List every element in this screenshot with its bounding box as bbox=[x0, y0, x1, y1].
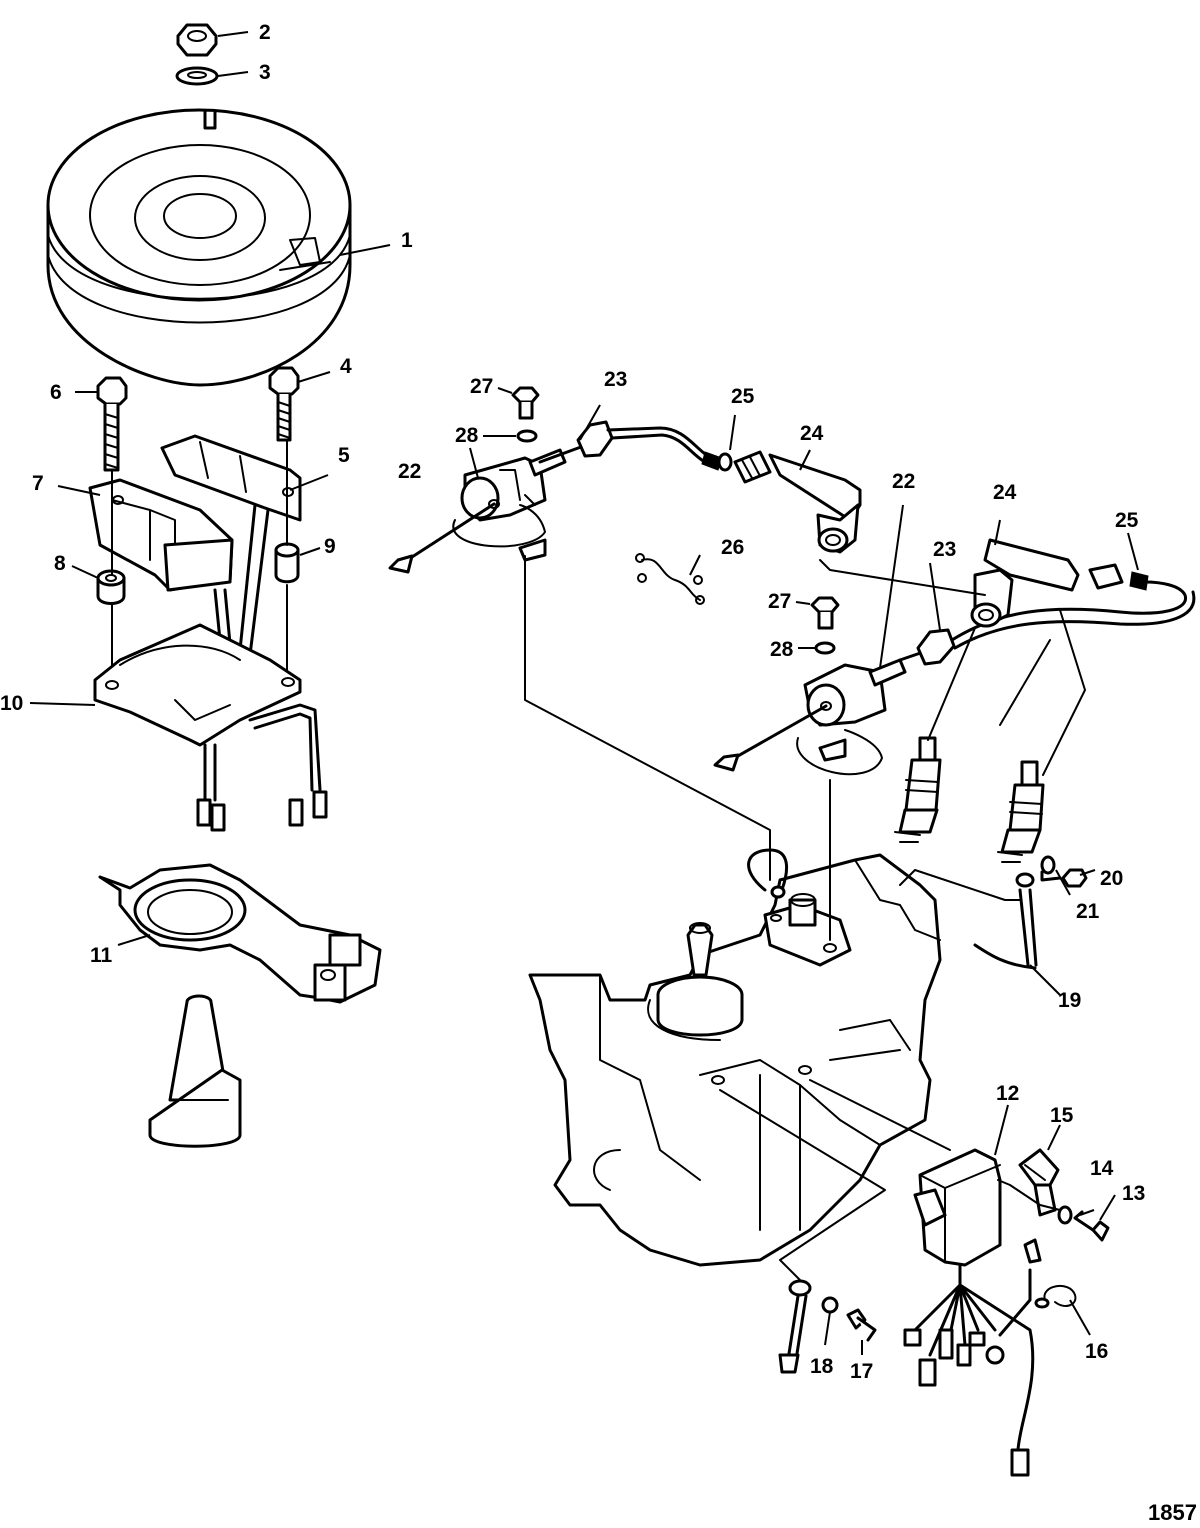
callout-9: 9 bbox=[324, 535, 336, 558]
screw-6-part bbox=[96, 376, 128, 472]
spark-plug-lead-1-part bbox=[576, 420, 733, 472]
callout-17: 17 bbox=[850, 1360, 873, 1383]
callout-8: 8 bbox=[54, 552, 66, 575]
screw-4-part bbox=[268, 366, 300, 442]
callout-5: 5 bbox=[338, 444, 350, 467]
charge-coil-part bbox=[160, 434, 302, 657]
callout-24a: 24 bbox=[800, 422, 824, 445]
callout-16: 16 bbox=[1085, 1340, 1108, 1363]
crankshaft-end-part bbox=[148, 994, 242, 1148]
stator-plate-part bbox=[93, 623, 328, 832]
callout-25b: 25 bbox=[1115, 509, 1139, 532]
callout-20: 20 bbox=[1100, 867, 1123, 890]
callout-14: 14 bbox=[1090, 1157, 1114, 1180]
callout-18: 18 bbox=[810, 1355, 834, 1378]
callout-7: 7 bbox=[32, 472, 44, 495]
callout-11: 11 bbox=[90, 944, 113, 967]
leader-lines bbox=[29, 31, 1139, 1355]
callout-12: 12 bbox=[996, 1082, 1019, 1105]
bushing-9-part bbox=[274, 542, 300, 584]
washer-28b-part bbox=[814, 641, 836, 655]
spark-plug-boot-1-part bbox=[733, 450, 862, 554]
callout-28a: 28 bbox=[455, 424, 479, 447]
flywheel-part bbox=[46, 108, 352, 387]
callout-26: 26 bbox=[721, 536, 744, 559]
callout-22b: 22 bbox=[892, 470, 915, 493]
screw-27b-part bbox=[810, 596, 840, 630]
screw-27-part bbox=[511, 386, 540, 420]
washer-28-part bbox=[516, 429, 538, 443]
callout-27a: 27 bbox=[470, 375, 493, 398]
wire-clip-part bbox=[635, 553, 705, 605]
screw-17-part bbox=[846, 1308, 877, 1342]
callout-2: 2 bbox=[259, 21, 271, 44]
spark-plug-2-part bbox=[997, 760, 1045, 863]
wire-tie-part bbox=[1034, 1285, 1077, 1309]
timer-base-part bbox=[98, 863, 382, 1004]
washer-part bbox=[175, 66, 219, 86]
callout-6: 6 bbox=[50, 381, 62, 404]
ground-terminal-part bbox=[778, 1279, 812, 1374]
callout-19: 19 bbox=[1058, 989, 1081, 1012]
callout-28b: 28 bbox=[770, 638, 794, 661]
callout-24b: 24 bbox=[993, 481, 1017, 504]
callouts: 2 3 1 4 5 6 7 8 9 10 11 12 13 14 15 16 1… bbox=[0, 21, 1145, 1383]
callout-22a: 22 bbox=[398, 460, 421, 483]
bushing-8-part bbox=[96, 569, 126, 605]
washer-14-part bbox=[1057, 1205, 1073, 1225]
callout-3: 3 bbox=[259, 61, 271, 84]
callout-13: 13 bbox=[1122, 1182, 1145, 1205]
ignition-coil-2-part bbox=[713, 646, 937, 776]
callout-21: 21 bbox=[1076, 900, 1100, 923]
callout-15: 15 bbox=[1050, 1104, 1074, 1127]
callout-23b: 23 bbox=[933, 538, 956, 561]
figure-number: 1857 bbox=[1148, 1500, 1197, 1525]
callout-1: 1 bbox=[401, 229, 413, 252]
callout-27b: 27 bbox=[768, 590, 791, 613]
washer-18-part bbox=[821, 1296, 839, 1314]
washer-21-part bbox=[1040, 855, 1056, 875]
switch-box-part bbox=[903, 1148, 1042, 1477]
spark-plug-boot-2-part bbox=[970, 538, 1124, 628]
callout-4: 4 bbox=[340, 355, 352, 378]
screw-13-part bbox=[1073, 1210, 1110, 1242]
callout-25a: 25 bbox=[731, 385, 755, 408]
callout-23a: 23 bbox=[604, 368, 627, 391]
nut-part bbox=[176, 23, 218, 57]
spark-plug-1-part bbox=[894, 736, 942, 843]
callout-10: 10 bbox=[0, 692, 23, 715]
ground-lead-part bbox=[747, 848, 1038, 970]
ignition-coil-1-part bbox=[388, 438, 602, 574]
engine-block-part bbox=[528, 853, 942, 1267]
